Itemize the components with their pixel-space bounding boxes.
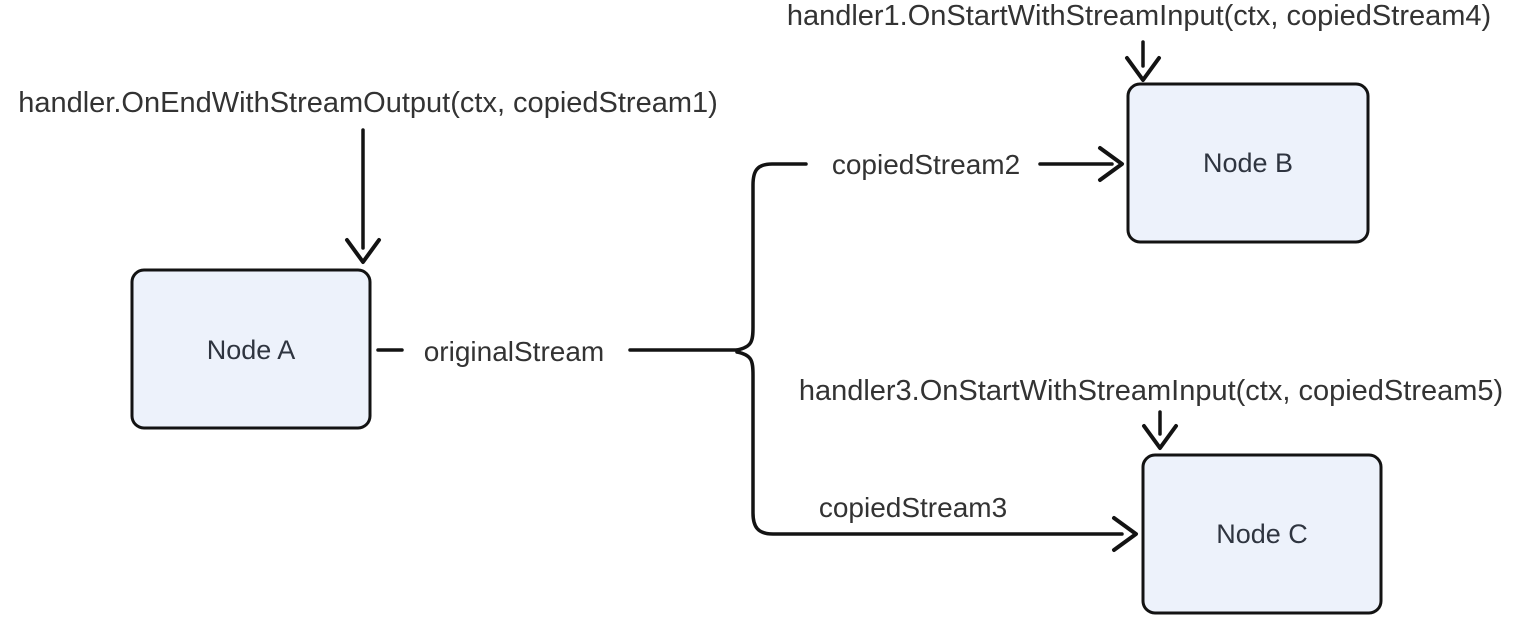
annotation-node-b: handler1.OnStartWithStreamInput(ctx, cop… [787, 0, 1491, 82]
annotation-node-a-text: handler.OnEndWithStreamOutput(ctx, copie… [18, 87, 718, 119]
fork-brace [735, 162, 1124, 536]
arrow-right-icon [1112, 516, 1138, 552]
node-a: Node A [130, 268, 372, 430]
edge-copied-stream-3: copiedStream3 [819, 492, 1138, 552]
node-b-box [1126, 82, 1370, 244]
arrow-down-icon [1125, 56, 1161, 82]
arrow-down-icon [345, 238, 381, 264]
node-b-label: Node B [1203, 148, 1293, 178]
edge-label-copied-stream-3: copiedStream3 [819, 492, 1007, 523]
arrow-down-icon [1142, 424, 1178, 450]
node-a-label: Node A [207, 335, 296, 365]
fork-branch-top [735, 162, 808, 352]
node-a-box [130, 268, 372, 430]
node-c-box [1141, 453, 1383, 615]
edge-label-original-stream: originalStream [424, 336, 605, 367]
edge-copied-stream-2: copiedStream2 [832, 146, 1124, 182]
annotation-node-a: handler.OnEndWithStreamOutput(ctx, copie… [18, 87, 718, 264]
arrow-right-icon [1098, 146, 1124, 182]
fork-branch-bottom [735, 350, 1124, 536]
node-c-label: Node C [1216, 519, 1308, 549]
annotation-node-b-text: handler1.OnStartWithStreamInput(ctx, cop… [787, 0, 1491, 32]
edge-label-copied-stream-2: copiedStream2 [832, 149, 1020, 180]
edge-original-stream: originalStream [376, 336, 739, 367]
annotation-node-c-text: handler3.OnStartWithStreamInput(ctx, cop… [799, 375, 1503, 407]
annotation-node-c: handler3.OnStartWithStreamInput(ctx, cop… [799, 375, 1503, 450]
node-c: Node C [1141, 453, 1383, 615]
node-b: Node B [1126, 82, 1370, 244]
